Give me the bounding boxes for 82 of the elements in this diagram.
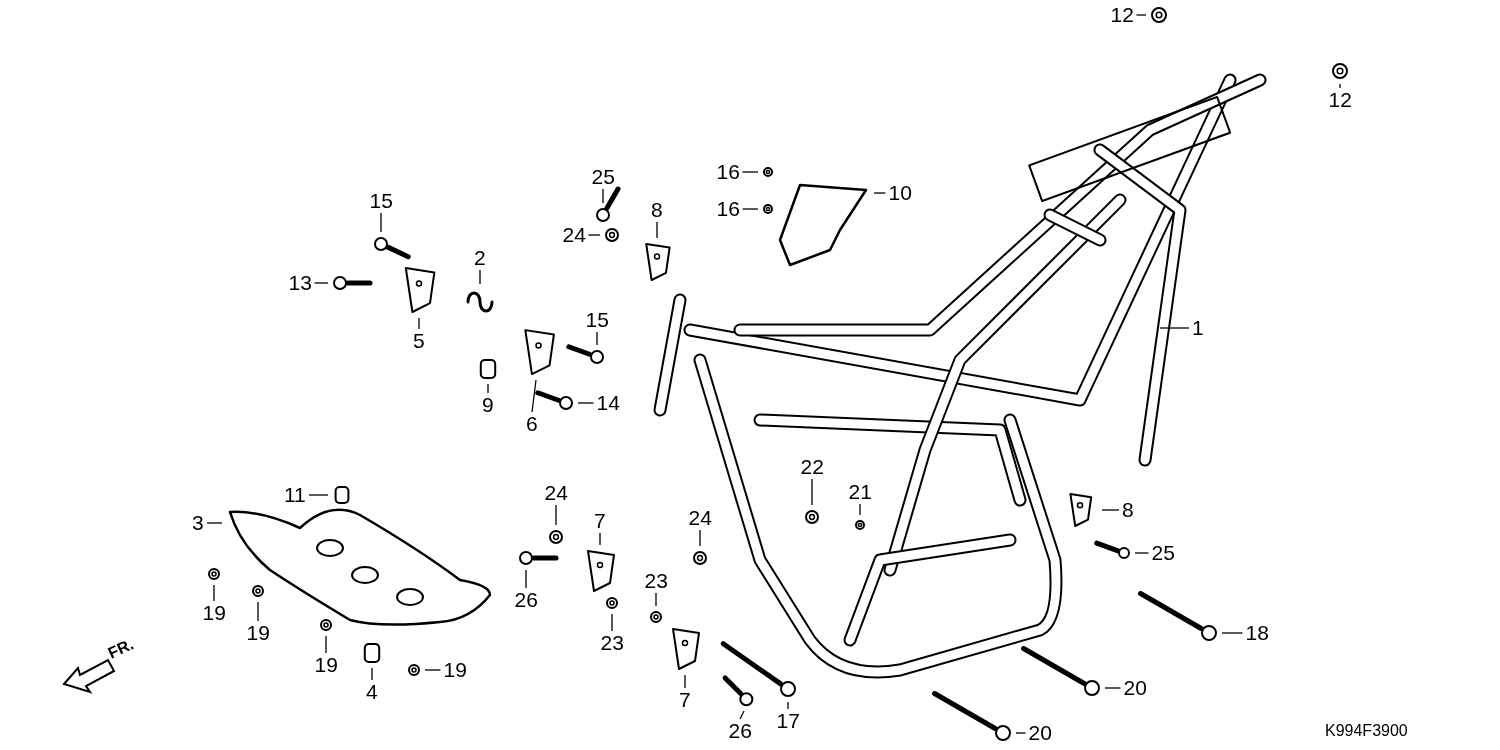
leader-line bbox=[1135, 14, 1147, 16]
leader-line bbox=[602, 188, 604, 204]
callout-number: 17 bbox=[775, 710, 801, 732]
leader-line bbox=[531, 379, 537, 413]
leader-line bbox=[206, 522, 223, 524]
leader-line bbox=[599, 532, 601, 546]
leader-line bbox=[859, 503, 861, 516]
leader-line bbox=[325, 635, 327, 654]
callout-number: 16 bbox=[715, 161, 741, 183]
callout-number: 11 bbox=[283, 484, 307, 506]
callout-number: 7 bbox=[593, 510, 607, 532]
leader-line bbox=[811, 478, 813, 506]
callout-number: 22 bbox=[799, 456, 825, 478]
leader-line bbox=[684, 674, 686, 689]
leader-line bbox=[1339, 83, 1341, 89]
callout-number: 15 bbox=[584, 309, 610, 331]
leader-line bbox=[611, 613, 613, 632]
callout-number: 1 bbox=[1191, 317, 1205, 339]
callout-number: 20 bbox=[1027, 722, 1053, 744]
callout-number: 26 bbox=[727, 720, 753, 742]
callout-number: 19 bbox=[313, 654, 339, 676]
leader-line bbox=[525, 569, 527, 589]
leader-line bbox=[308, 494, 329, 496]
leader-line bbox=[1134, 552, 1150, 554]
callout-number: 26 bbox=[513, 589, 539, 611]
leader-line bbox=[371, 667, 373, 681]
leader-line bbox=[655, 592, 657, 607]
leader-line bbox=[555, 504, 557, 526]
leader-line bbox=[424, 669, 442, 671]
leader-line bbox=[1104, 687, 1122, 689]
callout-number: 4 bbox=[365, 681, 379, 703]
callout-number: 20 bbox=[1122, 677, 1148, 699]
callout-number: 8 bbox=[650, 199, 664, 221]
leader-line bbox=[213, 584, 215, 602]
callout-number: 19 bbox=[442, 659, 468, 681]
leader-line bbox=[257, 601, 259, 622]
callout-number: 21 bbox=[847, 481, 873, 503]
callout-number: 12 bbox=[1327, 89, 1353, 111]
callout-number: 6 bbox=[525, 413, 539, 435]
callout-number: 23 bbox=[599, 632, 625, 654]
leader-line bbox=[699, 529, 701, 547]
leader-line bbox=[1015, 732, 1027, 734]
leader-line bbox=[487, 383, 489, 394]
leader-line bbox=[741, 171, 759, 173]
callout-number: 9 bbox=[481, 394, 495, 416]
callout-number: 2 bbox=[473, 247, 487, 269]
leader-line bbox=[313, 282, 329, 284]
callout-number: 25 bbox=[1150, 542, 1176, 564]
callout-number: 3 bbox=[191, 512, 205, 534]
leader-line bbox=[1221, 632, 1244, 634]
callout-number: 19 bbox=[201, 602, 227, 624]
leader-line bbox=[577, 402, 595, 404]
callout-number: 5 bbox=[412, 330, 426, 352]
leader-line bbox=[380, 212, 382, 233]
leader-line bbox=[596, 331, 598, 346]
leader-line bbox=[418, 317, 420, 330]
leader-line bbox=[479, 269, 481, 285]
leader-line bbox=[739, 710, 745, 720]
leader-line bbox=[873, 192, 887, 194]
leader-line bbox=[656, 221, 658, 239]
leader-line bbox=[741, 208, 759, 210]
callout-number: 25 bbox=[590, 166, 616, 188]
leader-line bbox=[1101, 509, 1120, 511]
leader-line bbox=[1159, 327, 1190, 329]
callout-number: 24 bbox=[543, 482, 569, 504]
callout-number: 24 bbox=[687, 507, 713, 529]
callout-number: 8 bbox=[1121, 499, 1135, 521]
callout-number: 10 bbox=[887, 182, 913, 204]
callout-number: 14 bbox=[595, 392, 621, 414]
callout-number: 12 bbox=[1109, 4, 1135, 26]
leader-line bbox=[787, 701, 789, 710]
direction-label: FR. bbox=[105, 635, 137, 663]
leader-line bbox=[587, 234, 601, 236]
callout-number: 7 bbox=[678, 689, 692, 711]
callout-number: 16 bbox=[715, 198, 741, 220]
callout-number: 23 bbox=[643, 570, 669, 592]
callout-number: 19 bbox=[245, 622, 271, 644]
diagram-code: K994F3900 bbox=[1325, 722, 1408, 740]
callout-number: 24 bbox=[561, 224, 587, 246]
callout-number: 18 bbox=[1244, 622, 1270, 644]
callout-number: 15 bbox=[368, 190, 394, 212]
callout-number: 13 bbox=[287, 272, 313, 294]
